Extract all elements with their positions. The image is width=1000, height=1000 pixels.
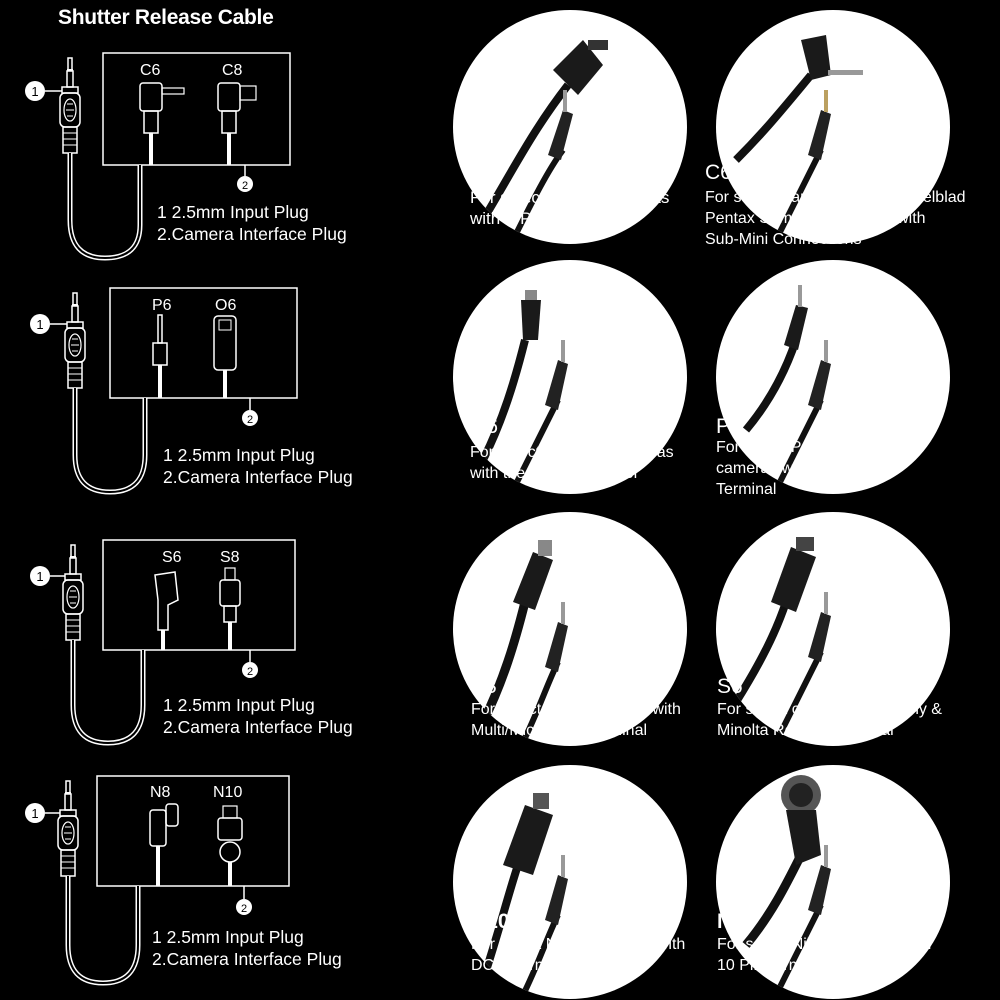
product-desc-s6: For select cameras with Sony & Minolta R…	[717, 701, 942, 739]
product-desc-o6: For select Olympus cameras with the Mult…	[470, 444, 674, 482]
callout-2: 2	[241, 903, 247, 915]
callout-1: 1	[31, 806, 38, 821]
legend-input-plug: 1 2.5mm Input Plug	[157, 202, 309, 222]
callout-2: 2	[247, 414, 253, 426]
legend-row-4: 1 2.5mm Input Plug 2.Camera Interface Pl…	[152, 926, 342, 970]
legend-row-3: 1 2.5mm Input Plug 2.Camera Interface Pl…	[163, 694, 353, 738]
product-image-n8	[716, 765, 950, 999]
plug-label: O6	[215, 297, 236, 314]
page-title: Shutter Release Cable	[58, 6, 274, 29]
product-code-o6: O6	[470, 415, 499, 438]
product-code-s6: S6	[717, 675, 743, 698]
plug-label: S6	[162, 549, 182, 566]
product-code-c6: C6	[705, 161, 732, 184]
product-image-c6	[716, 10, 950, 244]
legend-camera-plug: 2.Camera Interface Plug	[152, 949, 342, 969]
plug-label: P6	[152, 297, 172, 314]
callout-1: 1	[36, 317, 43, 332]
product-code-c8: C8	[470, 161, 497, 184]
legend-input-plug: 1 2.5mm Input Plug	[163, 695, 315, 715]
legend-camera-plug: 2.Camera Interface Plug	[157, 224, 347, 244]
plug-label: N8	[150, 784, 171, 801]
plug-label: C8	[222, 62, 243, 79]
product-code-s8: S8	[471, 675, 497, 698]
product-desc-n10: For select Nikon cameras with DC-2 Termi…	[471, 936, 686, 974]
cable-diagram-row-2: P6 O6 1 2	[30, 287, 298, 495]
product-image-c8	[453, 10, 687, 244]
product-desc-c6: For select Canon Fujifilm Hasselblad Pen…	[705, 189, 966, 248]
legend-camera-plug: 2.Camera Interface Plug	[163, 717, 353, 737]
product-desc-n8: For select Nikon cameras with 10 Pin Ter…	[717, 936, 932, 974]
cable-diagram-row-3: S6 S8 1 2	[30, 539, 296, 746]
product-code-n10: N10	[471, 910, 510, 933]
product-image-n10	[453, 765, 687, 999]
cable-diagrams: C6 C8 1 2 P6 O6 1 2	[25, 52, 298, 986]
legend-input-plug: 1 2.5mm Input Plug	[163, 445, 315, 465]
callout-1: 1	[36, 569, 43, 584]
plug-label: S8	[220, 549, 240, 566]
legend-row-1: 1 2.5mm Input Plug 2.Camera Interface Pl…	[157, 201, 347, 245]
cable-diagram-row-1: C6 C8 1 2	[25, 52, 291, 261]
product-image-s6	[716, 512, 950, 746]
plug-label: N10	[213, 784, 242, 801]
callout-2: 2	[242, 180, 248, 192]
product-image-p6	[716, 260, 950, 494]
product-desc-c8: For select Canon cameras with 3-Pin Conn…	[470, 188, 670, 228]
product-image-s8	[453, 512, 687, 746]
legend-row-2: 1 2.5mm Input Plug 2.Camera Interface Pl…	[163, 444, 353, 488]
product-code-n8: N8	[717, 910, 744, 933]
callout-2: 2	[247, 666, 253, 678]
legend-input-plug: 1 2.5mm Input Plug	[152, 927, 304, 947]
product-desc-s8: For select Sony cameras with Multi/Micro…	[471, 701, 681, 739]
product-image-o6	[453, 260, 687, 494]
cable-diagram-row-4: N8 N10 1 2	[25, 775, 290, 986]
product-code-p6: P6	[716, 415, 742, 438]
plug-label: C6	[140, 62, 161, 79]
callout-1: 1	[31, 84, 38, 99]
product-desc-p6: For select Panasonic & leica cameras wit…	[716, 439, 918, 498]
legend-camera-plug: 2.Camera Interface Plug	[163, 467, 353, 487]
